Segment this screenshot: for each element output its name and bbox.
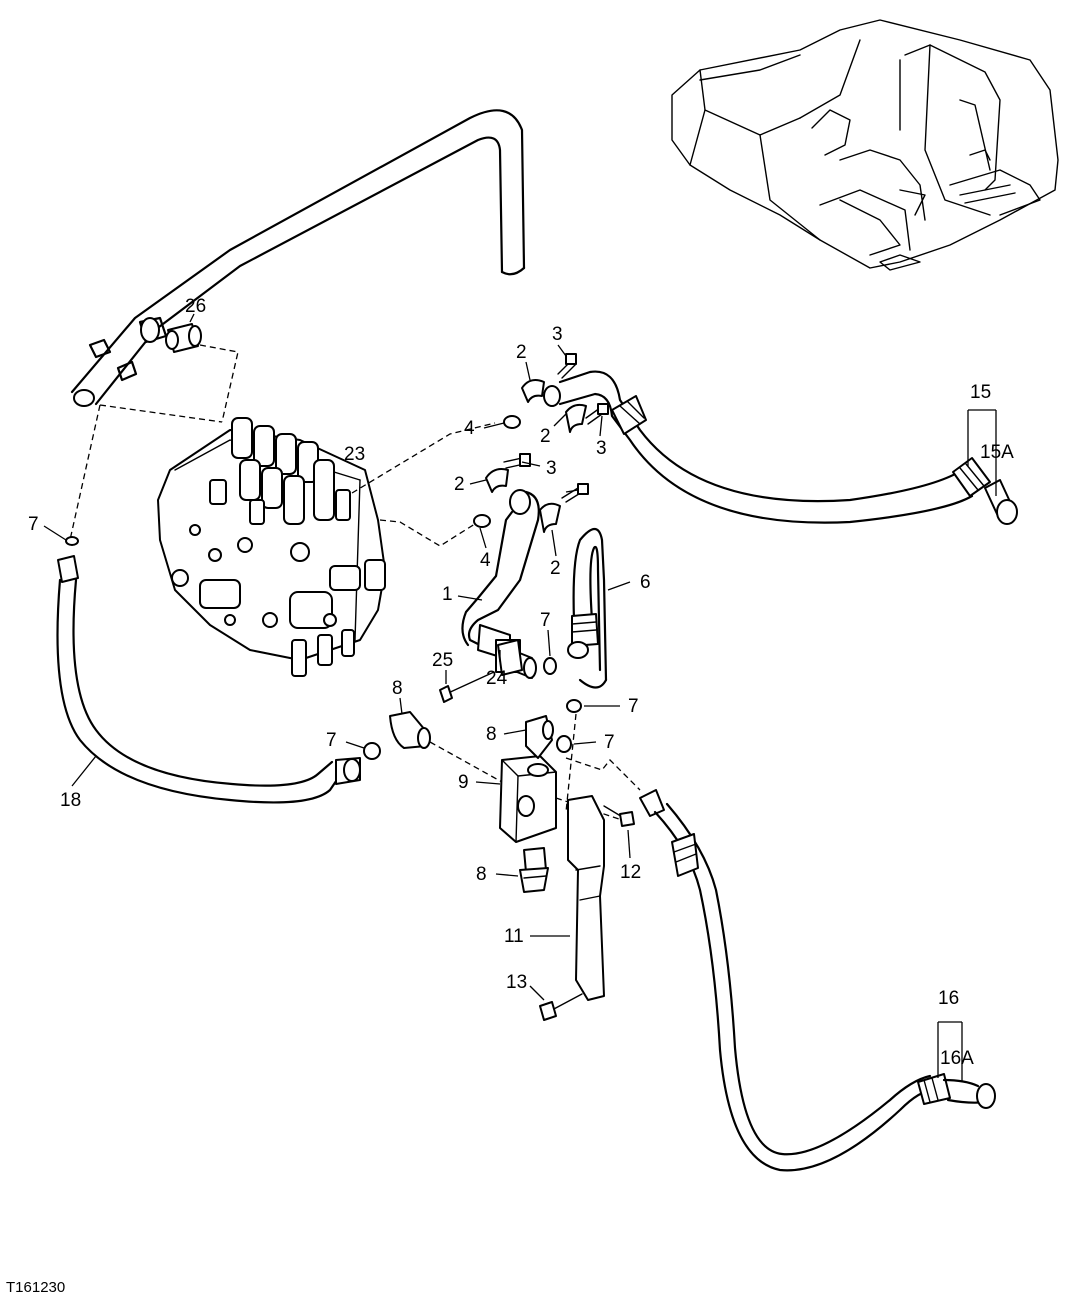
hose-16 — [639, 789, 996, 1172]
callout-16: 16 — [938, 988, 959, 1009]
callout-1: 1 — [442, 584, 453, 605]
callout-2: 2 — [516, 342, 527, 363]
leader-valve-upper-port — [351, 422, 496, 494]
callout-4: 4 — [480, 550, 491, 571]
leader-tube-valve — [99, 404, 223, 423]
callout-15: 15 — [970, 382, 991, 403]
o-ring-7-e — [556, 735, 572, 753]
callout-labels: 26 23 3 2 4 2 3 2 3 4 2 15 15A 7 1 6 7 2… — [28, 296, 1014, 1069]
callout-4: 4 — [464, 418, 475, 439]
callout-23: 23 — [344, 444, 365, 465]
o-ring-7-d — [363, 742, 381, 760]
elbow-8-left — [389, 711, 431, 749]
callout-11: 11 — [504, 926, 524, 947]
o-ring-7-c — [566, 699, 582, 713]
block-9 — [499, 755, 557, 843]
callout-8: 8 — [486, 724, 497, 745]
leader-hose6-block — [565, 713, 577, 813]
callout-2: 2 — [454, 474, 465, 495]
callout-7: 7 — [604, 732, 615, 753]
leader-26-valve — [199, 344, 239, 423]
callout-26: 26 — [185, 296, 206, 317]
hose-6 — [567, 527, 608, 689]
bolt-13 — [539, 993, 583, 1021]
callout-7: 7 — [326, 730, 337, 751]
leader-tube-seal-7 — [69, 404, 101, 541]
callout-2: 2 — [550, 558, 561, 579]
o-ring-4-upper — [503, 415, 521, 429]
callout-7: 7 — [628, 696, 639, 717]
callout-leaders — [43, 313, 997, 1082]
leader-valve-lower-port — [379, 519, 479, 547]
return-tube — [70, 109, 526, 407]
callout-24: 24 — [486, 668, 508, 689]
o-ring-7-a — [65, 536, 79, 546]
control-valve-23 — [157, 417, 386, 677]
clamp-2-upper — [485, 353, 609, 533]
callout-13: 13 — [506, 972, 527, 993]
fitting-26 — [165, 323, 202, 353]
callout-16a: 16A — [940, 1048, 974, 1069]
fitting-8-bottom — [519, 847, 549, 893]
bolt-12 — [603, 805, 635, 827]
leader-elbow-block — [429, 741, 503, 783]
callout-7: 7 — [540, 610, 551, 631]
callout-18: 18 — [60, 790, 81, 811]
callout-9: 9 — [458, 772, 469, 793]
callout-3: 3 — [552, 324, 563, 345]
hose-18 — [56, 555, 361, 804]
callout-8: 8 — [476, 864, 487, 885]
callout-12: 12 — [620, 862, 641, 883]
callout-25: 25 — [432, 650, 453, 671]
leader-block-hose16 — [565, 757, 641, 791]
callout-7: 7 — [28, 514, 39, 535]
callout-2: 2 — [540, 426, 551, 447]
bracket-11 — [567, 795, 605, 1001]
figure-code: T161230 — [6, 1279, 65, 1296]
callout-3: 3 — [546, 458, 557, 479]
o-ring-4-lower — [473, 514, 491, 528]
o-ring-7-b — [543, 657, 557, 675]
callout-6: 6 — [640, 572, 651, 593]
callout-8: 8 — [392, 678, 403, 699]
callout-3: 3 — [596, 438, 607, 459]
elbow-8-mid — [525, 715, 554, 759]
callout-15a: 15A — [980, 442, 1014, 463]
machine-overview — [671, 19, 1059, 271]
hose-15 — [543, 370, 1018, 525]
bracket-24 — [439, 639, 523, 703]
